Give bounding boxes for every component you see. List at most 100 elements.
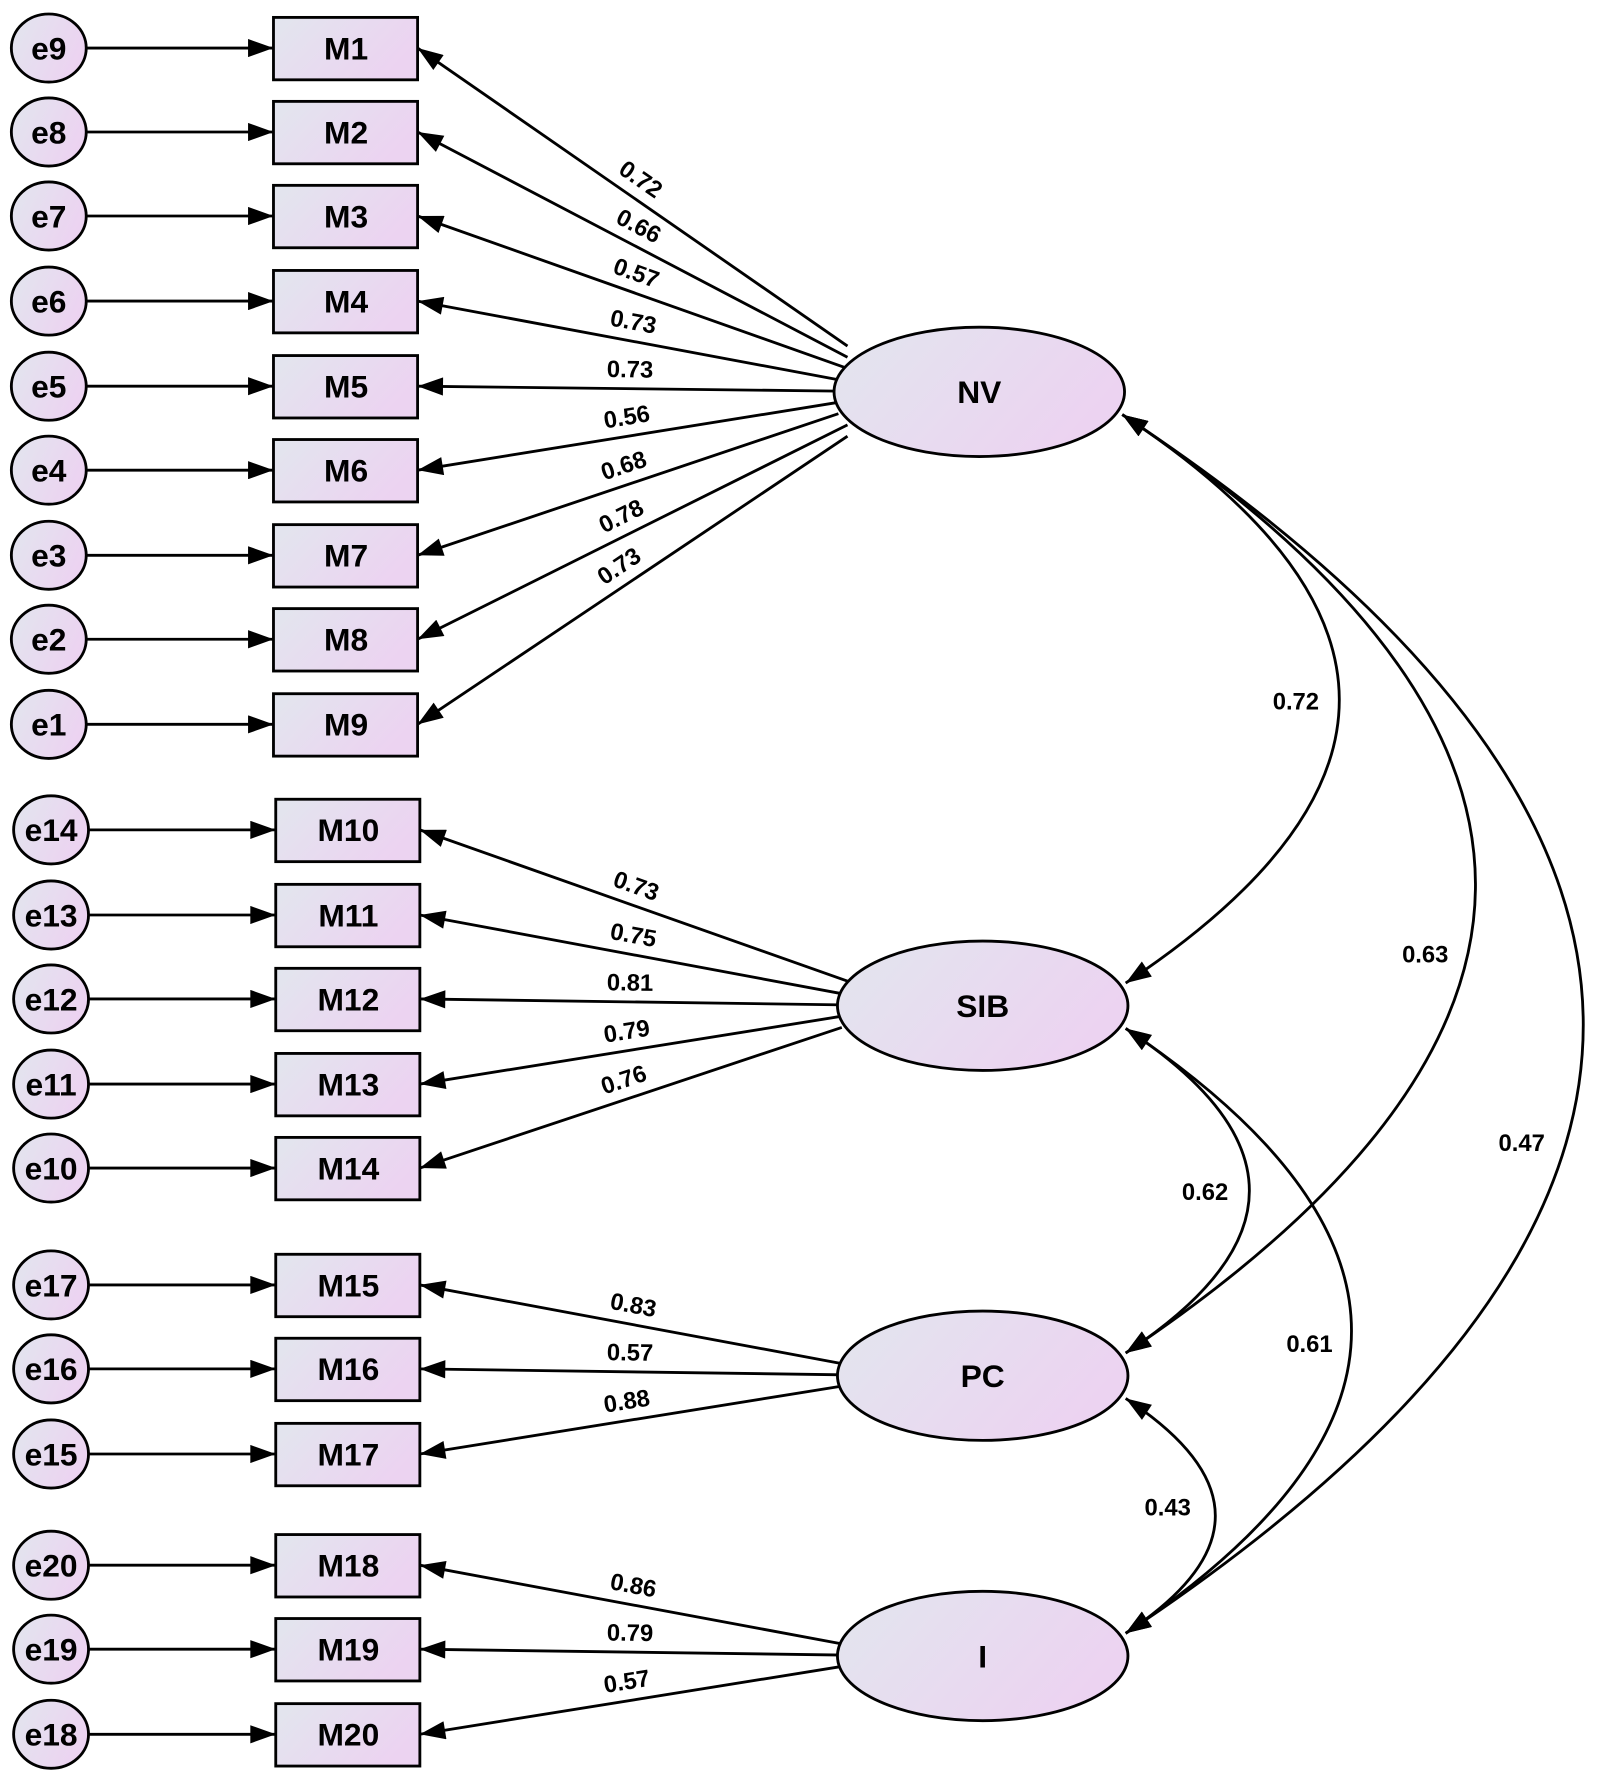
latent-variable-label: PC	[961, 1358, 1005, 1394]
correlation-arc	[1121, 413, 1341, 985]
correlation-arc	[1121, 413, 1477, 1355]
loading-label-group: 0.57	[607, 1339, 654, 1367]
error-term-label: e8	[31, 114, 66, 150]
latent-variable-label: I	[978, 1638, 987, 1674]
observed-variable-label: M6	[324, 453, 368, 489]
observed-variable-label: M11	[318, 897, 378, 933]
observed-variable-label: M20	[317, 1717, 379, 1753]
error-term-circle	[12, 1529, 90, 1601]
observed-variable-box	[272, 607, 420, 673]
correlation-arc	[1124, 1027, 1353, 1635]
observed-variable-label: M3	[324, 198, 368, 234]
error-term-label: e3	[31, 538, 66, 574]
observed-variable-box	[274, 966, 422, 1033]
error-term-label: e4	[31, 453, 67, 489]
factor-loading-arrow	[419, 1026, 843, 1170]
observed-variable-label: M10	[317, 812, 379, 848]
loading-value: 0.57	[607, 1339, 654, 1367]
loading-label-group: 0.66	[612, 204, 666, 249]
observed-variable-box	[274, 1135, 422, 1202]
factor-loading-arrow	[416, 435, 849, 726]
loading-label-group: 0.86	[608, 1568, 659, 1603]
loading-value: 0.73	[607, 356, 654, 384]
loading-value: 0.66	[612, 204, 666, 249]
error-term-circle	[12, 1698, 90, 1770]
loading-value: 0.78	[595, 494, 649, 539]
factor-loading-arrow	[416, 423, 849, 641]
loading-value: 0.73	[608, 305, 659, 340]
loading-label-group: 0.57	[602, 1665, 652, 1699]
latent-variable-ellipse	[836, 939, 1130, 1072]
factor-loading-arrow	[419, 828, 852, 984]
observed-variable-label: M12	[317, 981, 379, 1017]
observed-variable-label: M19	[317, 1632, 379, 1668]
error-term-circle	[9, 603, 88, 675]
error-term-circle	[9, 350, 88, 422]
observed-variable-box	[274, 1052, 422, 1118]
correlation-value: 0.62	[1182, 1179, 1228, 1206]
observed-variable-box	[272, 183, 420, 250]
observed-variable-box	[274, 797, 422, 864]
error-term-label: e7	[31, 198, 66, 234]
observed-variable-box	[274, 882, 422, 949]
loading-label-group: 0.72	[614, 155, 667, 204]
observed-variable-box	[274, 1252, 422, 1319]
loading-label-group: 0.83	[608, 1288, 659, 1323]
error-term-circle	[12, 1333, 90, 1405]
error-term-label: e14	[25, 812, 78, 848]
error-term-label: e17	[25, 1267, 78, 1303]
error-term-label: e6	[31, 283, 66, 319]
latent-variable-label: NV	[957, 374, 1001, 410]
observed-variable-label: M9	[324, 707, 368, 743]
factor-loading-arrow	[417, 377, 839, 396]
loading-label-group: 0.56	[602, 400, 652, 434]
error-term-label: e19	[25, 1632, 78, 1668]
loading-value: 0.72	[614, 155, 667, 204]
correlation-value: 0.61	[1286, 1331, 1332, 1358]
observed-variable-box	[274, 1533, 422, 1599]
observed-variable-box	[274, 1617, 422, 1683]
observed-variable-box	[272, 99, 420, 166]
loading-value: 0.56	[602, 400, 652, 434]
observed-variable-box	[274, 1421, 422, 1488]
correlation-value: 0.72	[1273, 689, 1319, 716]
observed-variable-label: M17	[317, 1436, 379, 1472]
error-term-label: e12	[25, 981, 78, 1017]
error-term-label: e18	[25, 1717, 78, 1753]
error-term-label: e1	[31, 707, 66, 743]
observed-variable-box	[274, 1336, 422, 1403]
factor-loading-arrow	[419, 1384, 843, 1459]
factor-loading-arrow	[419, 1640, 842, 1659]
observed-variable-label: M16	[317, 1351, 379, 1387]
loading-value: 0.75	[608, 918, 659, 953]
observed-variable-label: M5	[324, 369, 368, 405]
observed-variable-box	[272, 438, 420, 504]
error-term-circle	[12, 1132, 90, 1204]
observed-variable-box	[272, 523, 420, 589]
loading-label-group: 0.81	[607, 969, 654, 997]
observed-variable-box	[272, 692, 420, 758]
loading-label-group: 0.88	[602, 1385, 652, 1419]
error-term-circle	[9, 12, 88, 84]
observed-variable-label: M14	[317, 1150, 379, 1186]
error-term-circle	[12, 794, 90, 866]
error-term-circle	[12, 1418, 90, 1490]
latent-variable-ellipse	[836, 1309, 1130, 1442]
error-term-circle	[9, 265, 88, 337]
correlation-arc	[1121, 413, 1585, 1635]
error-term-circle	[12, 879, 90, 951]
latent-variable-ellipse	[832, 325, 1126, 458]
factor-loading-arrow	[417, 400, 839, 476]
observed-variable-label: M1	[324, 30, 368, 66]
factor-loading-arrow	[419, 910, 843, 996]
correlation-arc	[1124, 1397, 1217, 1635]
observed-variable-box	[274, 1702, 422, 1768]
error-term-circle	[9, 434, 88, 506]
error-term-circle	[12, 1048, 90, 1120]
error-term-circle	[9, 180, 88, 252]
factor-loading-arrow	[417, 296, 839, 382]
loading-value: 0.86	[608, 1568, 659, 1603]
factor-loading-arrow	[419, 1280, 843, 1365]
observed-variable-box	[272, 269, 420, 335]
loading-label-group: 0.79	[602, 1015, 652, 1049]
